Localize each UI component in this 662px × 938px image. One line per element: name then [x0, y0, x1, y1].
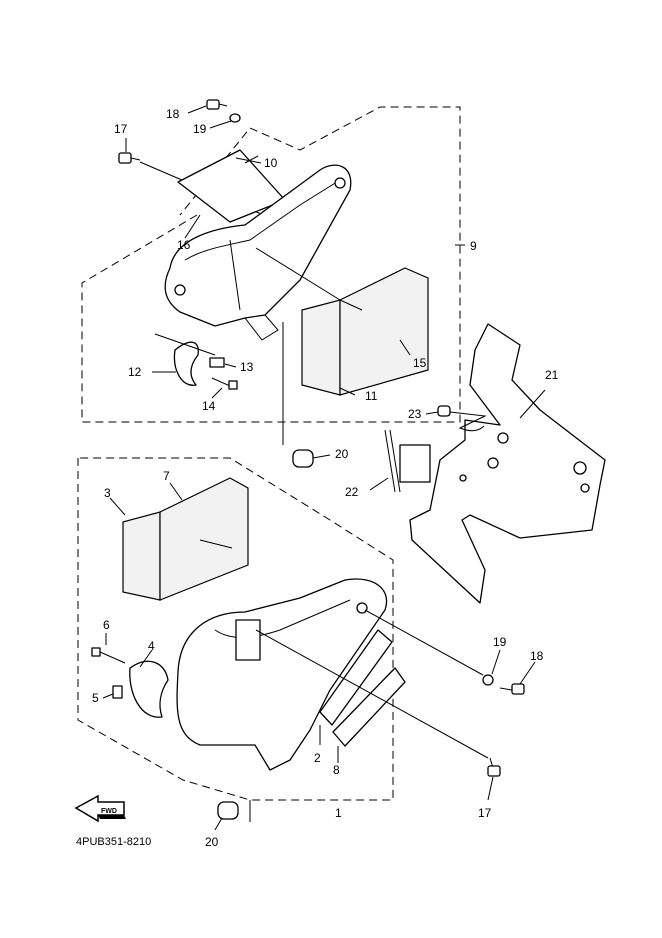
bolt-18-lower: [499, 683, 525, 695]
callout-3: 3: [104, 486, 111, 500]
callout-18-upper: 18: [166, 107, 180, 121]
fwd-arrow-icon: FWD: [74, 794, 126, 823]
tie-box-22: [399, 444, 431, 483]
callout-17-upper: 17: [114, 122, 128, 136]
callout-20-upper: 20: [335, 447, 349, 461]
grommet-20-lower: [214, 801, 239, 831]
lower-assembly-group: [77, 457, 489, 822]
callout-11: 11: [365, 389, 378, 403]
clip-5: [112, 685, 123, 699]
bolt-18-upper: [206, 99, 228, 110]
bracket-12: [173, 341, 199, 386]
callout-5: 5: [92, 691, 99, 705]
callout-12: 12: [128, 365, 142, 379]
bracket-plate-21: [369, 323, 606, 604]
bracket-plate: [409, 323, 606, 604]
callout-19-upper: 19: [193, 122, 207, 136]
callout-10: 10: [264, 156, 278, 170]
fwd-label: FWD: [101, 808, 117, 815]
washer-19-upper: [229, 113, 241, 123]
callout-16: 16: [177, 238, 191, 252]
callout-8: 8: [333, 763, 340, 777]
callout-20-lower: 20: [205, 835, 219, 849]
emblem-2: [319, 629, 393, 726]
callout-labels: 18 19 17 10 16 9 12 13 14 15 11 20 21 23…: [92, 107, 559, 849]
grommet-20-upper: [292, 449, 331, 468]
foam-block-11: [301, 299, 341, 396]
callout-4: 4: [148, 639, 155, 653]
callout-22: 22: [345, 485, 359, 499]
foam-block-7: [159, 477, 249, 601]
callout-7: 7: [163, 469, 170, 483]
screw-14: [211, 377, 238, 390]
bolt-17-upper: [118, 152, 141, 164]
bolt-17-lower: [487, 757, 501, 777]
callout-15: 15: [413, 356, 427, 370]
foam-block-3: [122, 511, 161, 601]
upper-assembly-group: [81, 99, 465, 445]
drawing-code: 4PUB351-8210: [76, 836, 151, 848]
callout-1: 1: [335, 806, 342, 820]
callout-19-lower: 19: [493, 635, 507, 649]
foam-block-15: [339, 267, 429, 396]
side-cover-upper: [164, 164, 352, 327]
callout-2: 2: [314, 751, 321, 765]
clip-23: [437, 405, 451, 417]
side-cover-lower: [176, 578, 388, 771]
screw-6: [91, 647, 126, 664]
cover-tab: [235, 619, 261, 661]
callout-9: 9: [470, 239, 477, 253]
clip-13: [209, 357, 225, 368]
callout-14: 14: [202, 399, 216, 413]
emblem-8: [332, 667, 406, 747]
callout-13: 13: [240, 360, 254, 374]
washer-19-lower: [482, 674, 494, 686]
callout-21: 21: [545, 368, 559, 382]
callout-18-lower: 18: [530, 649, 544, 663]
bracket-4: [129, 660, 169, 718]
lower-group-boundary: [77, 457, 394, 801]
callout-17-lower: 17: [478, 806, 492, 820]
callout-6: 6: [103, 618, 110, 632]
callout-23: 23: [408, 407, 422, 421]
upper-group-boundary: [81, 106, 461, 423]
